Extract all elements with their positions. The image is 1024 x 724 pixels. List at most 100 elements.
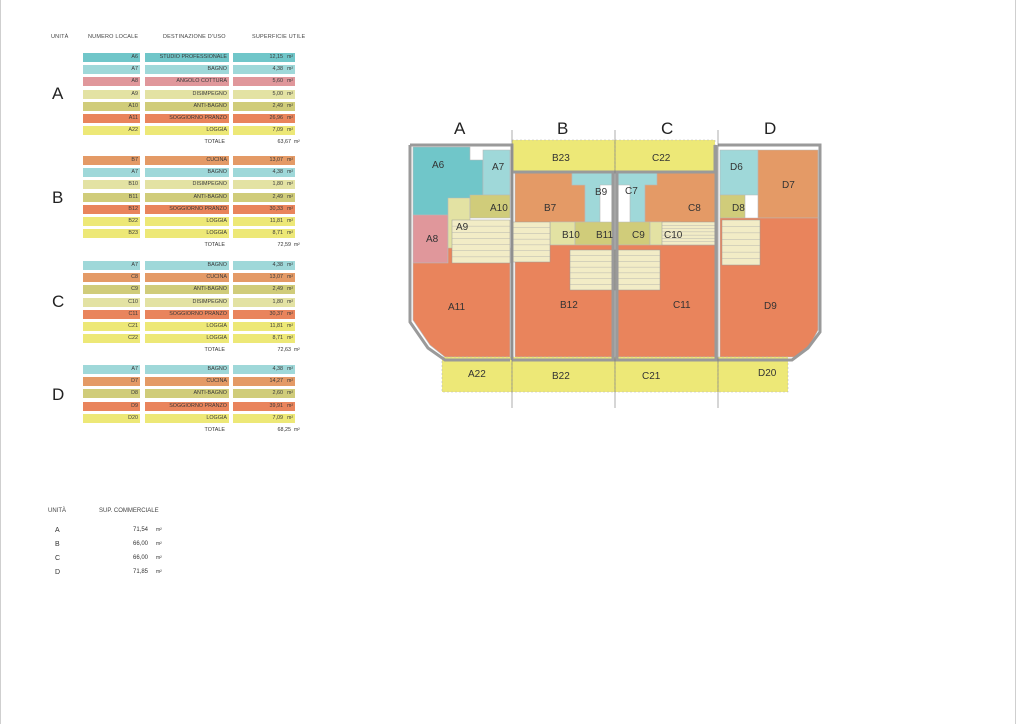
summary-area-unit: m² [156,541,162,547]
total-label: TOTALE [204,139,225,146]
room-code-cell-text: D8 [131,390,138,397]
room-c21 [614,356,719,393]
room-label-b23: B23 [552,153,570,164]
room-code-cell-text: A7 [131,262,138,268]
room-area-cell-text: 2,49 [272,102,284,109]
room-area-cell-text: 5,60 [272,78,284,85]
room-use-cell-text: DISIMPEGNO [192,298,227,305]
room-code-cell-text: B7 [131,157,138,163]
room-use-cell-text: BAGNO [207,169,227,176]
room-use-cell: BAGNO [145,365,229,374]
room-area-cell-text: 4,38 [272,262,284,268]
room-area-cell-text: 4,38 [272,169,284,176]
room-code-cell: A7 [83,261,140,270]
room-use-cell: CUCINA [145,273,229,283]
room-code-cell: C11 [83,309,140,319]
room-label-c11: C11 [673,300,691,311]
room-code-cell: C9 [83,285,140,295]
column-label-a: A [454,119,466,138]
area-unit: m² [287,335,293,342]
room-use-cell: ANTI-BAGNO [145,192,229,202]
room-use-cell-text: LOGGIA [206,414,227,421]
room-use-cell: ANTI-BAGNO [145,285,229,295]
room-code-cell-text: C22 [128,335,138,342]
room-use-cell-text: LOGGIA [206,127,227,134]
area-unit: m² [287,181,293,188]
summary-area-value: 71,85 [132,569,148,575]
area-unit: m² [287,378,293,385]
room-use-cell: ANTI-BAGNO [145,389,229,399]
room-use-cell: ANTI-BAGNO [145,101,229,111]
room-d20 [717,356,789,393]
room-area-cell-text: 8,71 [272,230,284,237]
room-use-cell-text: BAGNO [207,366,227,372]
area-unit: m² [287,169,293,176]
wall [408,145,510,362]
room-code-cell: B22 [83,217,140,226]
room-code-cell-text: A6 [131,54,138,60]
room-use-cell-text: BAGNO [207,262,227,268]
room-code-cell-text: A11 [128,115,138,121]
room-use-cell: CUCINA [145,377,229,387]
area-unit: m² [287,230,293,237]
summary-unit-letter: B [55,541,60,548]
header-unit: UNITÀ [51,34,69,40]
staircase [661,221,716,246]
room-use-cell-text: CUCINA [206,378,227,385]
room-area-cell-text: 2,60 [272,390,284,397]
area-unit: m² [287,390,293,397]
plan-walls [408,130,822,408]
room-area-cell-text: 13,07 [269,157,284,163]
room-area-cell-text: 30,33 [269,205,284,212]
room-use-cell-text: SOGGIORNO PRANZO [169,402,227,409]
room-code-cell-text: C8 [131,274,138,281]
total-value: 63,67 [277,139,292,146]
room-use-cell: LOGGIA [145,322,229,331]
room-label-b7: B7 [544,203,557,214]
total-label: TOTALE [204,427,225,433]
room-use-cell: STUDIO PROFESSIONALE [145,53,229,62]
room-use-cell: LOGGIA [145,126,229,136]
room-label-c8: C8 [688,203,701,214]
area-unit: m² [287,157,293,163]
column-label-c: C [661,119,673,138]
room-area-cell-text: 1,80 [272,298,284,305]
room-code-cell: A8 [83,77,140,87]
staircase [511,221,551,263]
room-use-cell-text: STUDIO PROFESSIONALE [159,54,227,60]
room-use-cell-text: ANTI-BAGNO [193,102,227,109]
header-use: DESTINAZIONE D'USO [163,34,226,40]
room-code-cell: C8 [83,273,140,283]
room-label-c7: C7 [625,186,638,197]
summary-unit-letter: D [55,569,61,576]
room-code-cell-text: B23 [128,230,138,237]
room-area-cell-text: 8,71 [272,335,284,342]
room-use-cell-text: LOGGIA [206,335,227,342]
room-code-cell-text: C11 [128,310,139,317]
total-label: TOTALE [204,242,225,249]
room-code-cell-text: C9 [131,286,138,293]
room-code-cell: D9 [83,401,140,411]
room-use-cell-text: ANTI-BAGNO [193,193,227,200]
room-use-cell: LOGGIA [145,217,229,226]
room-code-cell: D8 [83,389,140,399]
room-use-cell: LOGGIA [145,413,229,423]
room-code-cell: D7 [83,377,140,387]
unit-letter-d: D [52,385,65,404]
area-unit: m² [287,262,293,268]
room-area-cell-text: 2,49 [272,286,284,293]
room-code-cell: A7 [83,65,140,75]
staircase [451,219,511,264]
room-label-a22: A22 [468,369,486,380]
area-unit: m² [287,66,293,73]
room-area-cell-text: 11,81 [269,323,283,329]
room-use-cell-text: CUCINA [206,157,227,163]
room-label-a8: A8 [426,234,439,245]
